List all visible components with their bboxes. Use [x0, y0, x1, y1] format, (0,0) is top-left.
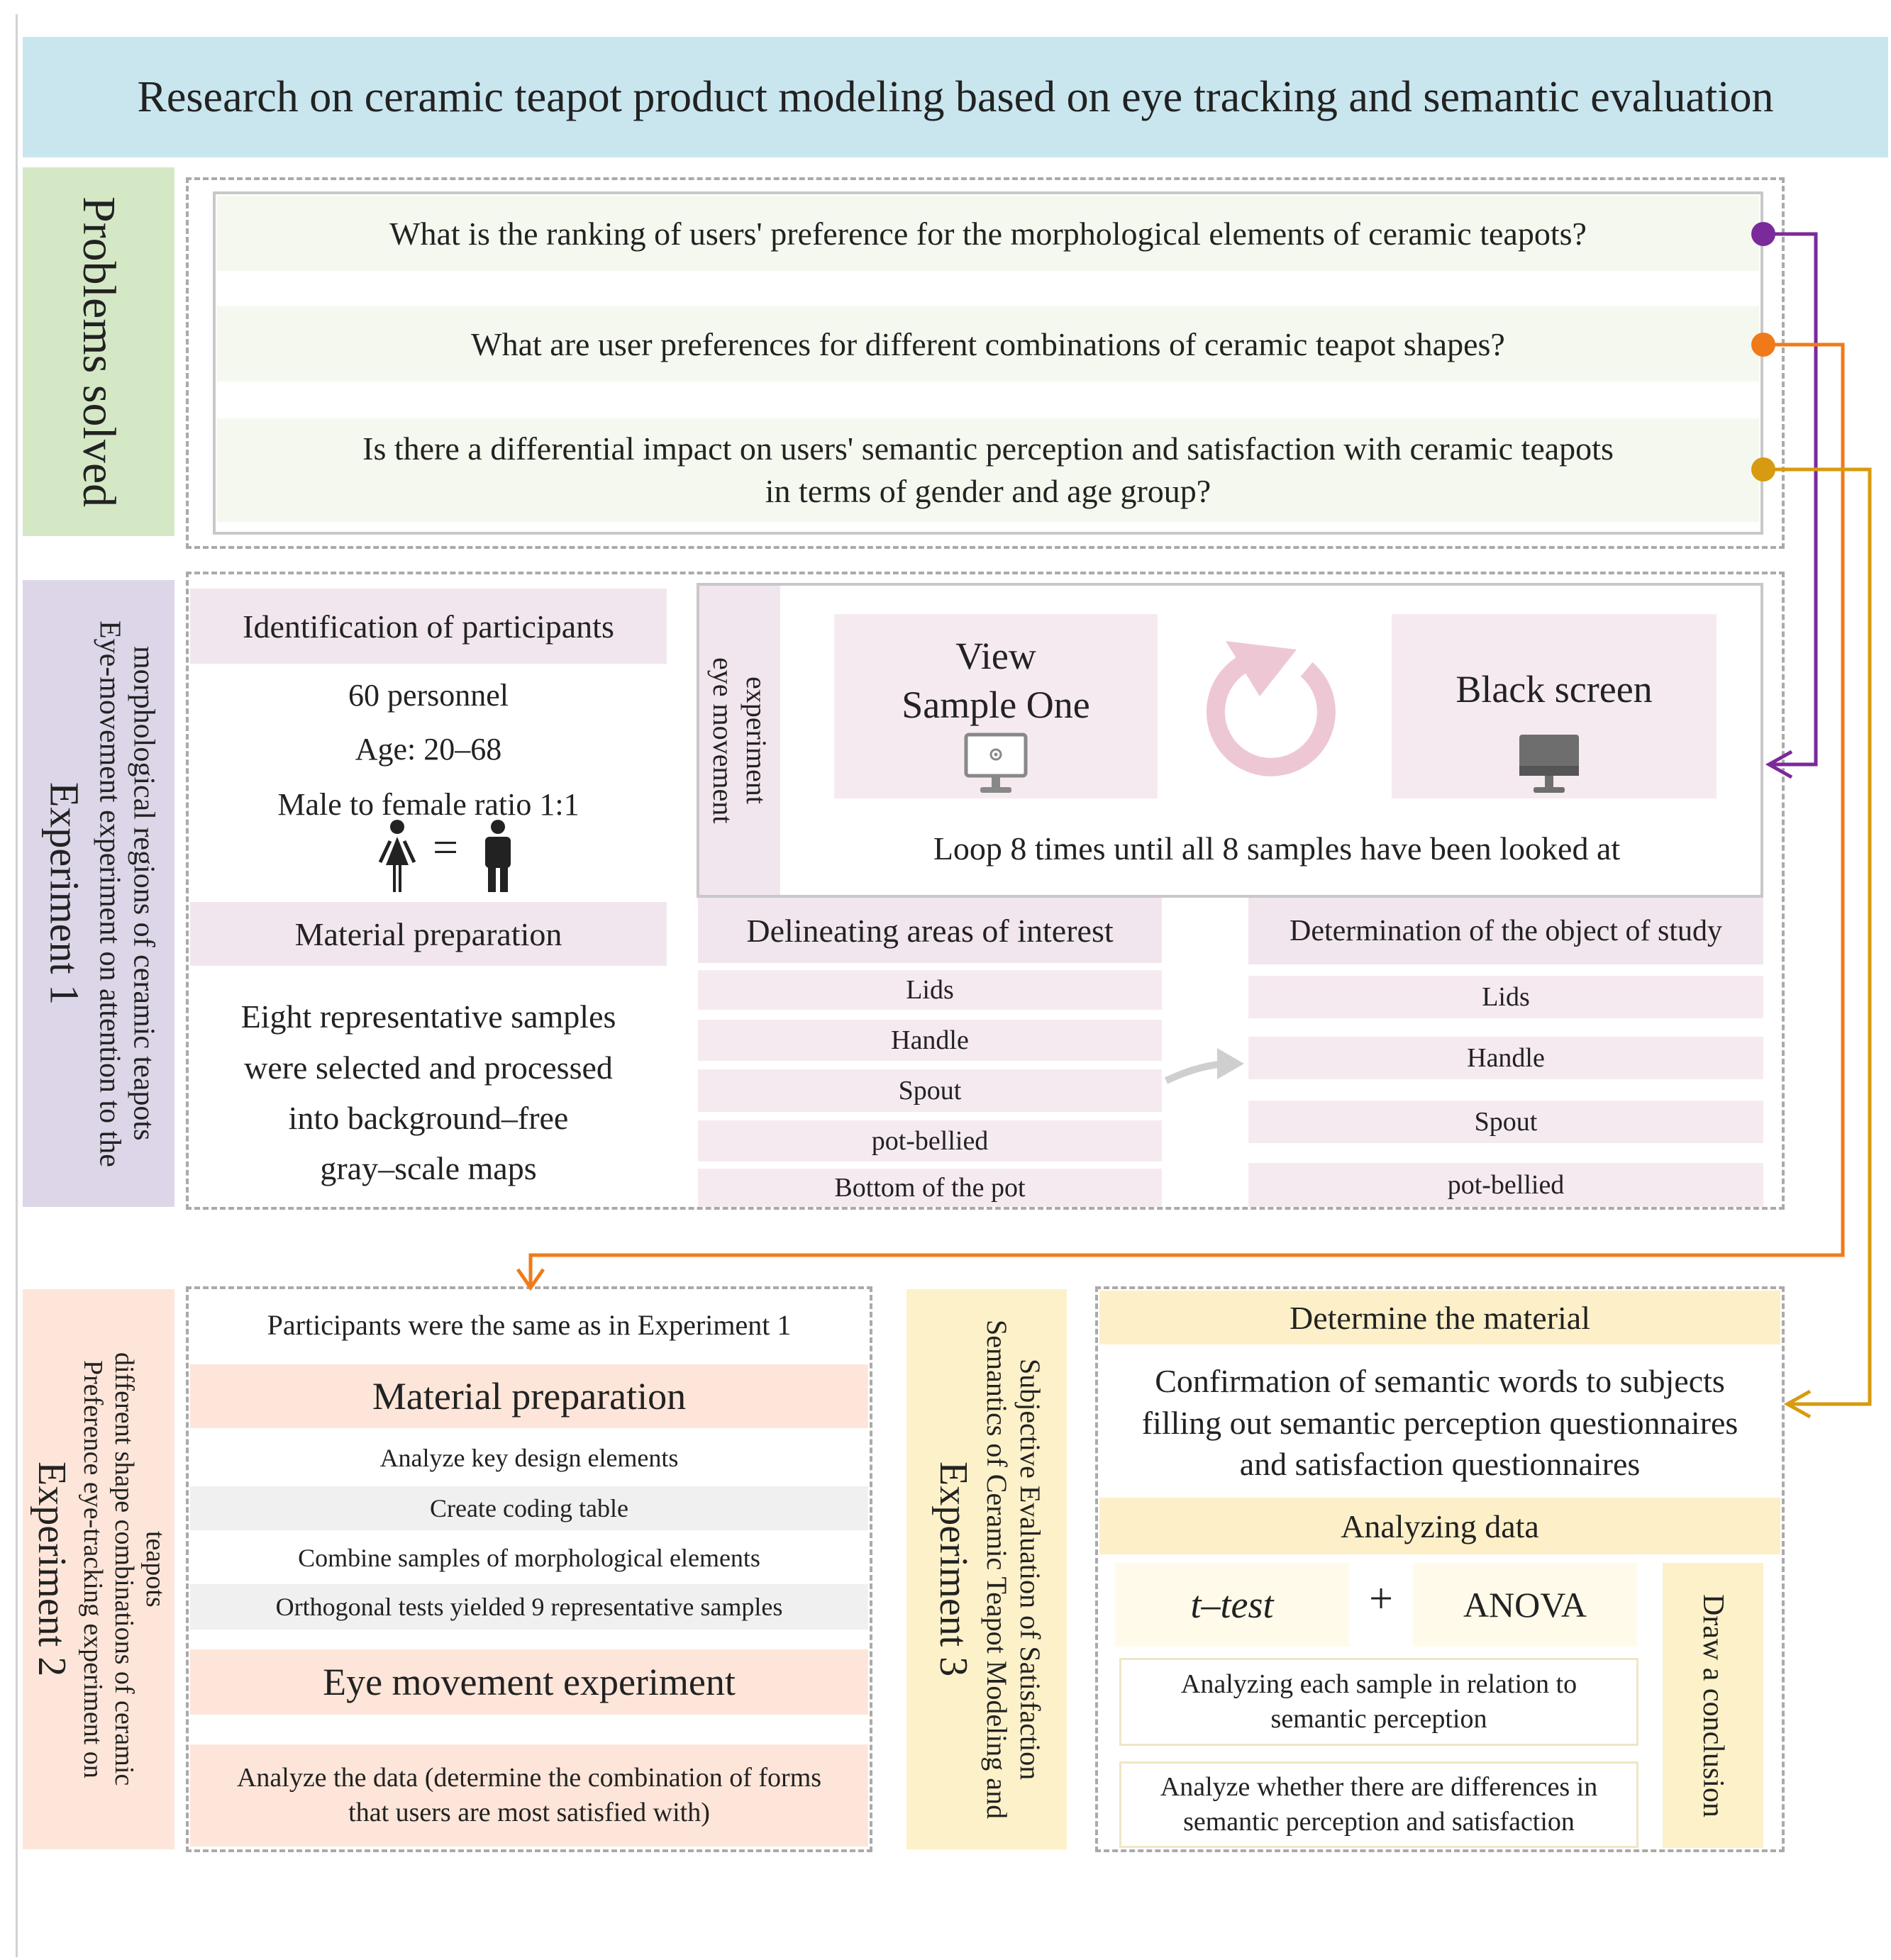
object-item-spout: Spout: [1248, 1101, 1763, 1143]
exp1-sublabel-1: Eye-movement experiment on attention to …: [93, 620, 126, 1167]
connector-q1-to-exp1: [1751, 222, 1818, 779]
eye-movement-label-1: eye movement: [707, 657, 739, 824]
aoi-item-bottom: Bottom of the pot: [698, 1169, 1162, 1207]
exp2-analyze-line-1: Analyze the data (determine the combinat…: [236, 1762, 822, 1793]
exp1-material-header: Material preparation: [190, 902, 667, 966]
eye-movement-box: [697, 583, 1763, 898]
exp1-material-line-1: Eight representative samples: [240, 998, 616, 1035]
exp1-frame: [186, 572, 1785, 1210]
problems-label: Problems solved: [73, 196, 125, 508]
exp3-material-header: Determine the material: [1099, 1291, 1780, 1344]
female-icon: [376, 818, 418, 893]
loop-arrow-icon: [1200, 635, 1351, 787]
exp2-material-header: Material preparation: [190, 1364, 868, 1428]
problems-label-panel: Problems solved: [23, 167, 174, 536]
left-rule: [16, 14, 18, 1957]
object-item-pot-bellied: pot-bellied: [1248, 1163, 1763, 1207]
exp3-sublabel-2: Subjective Evaluation of Satisfaction: [1014, 1358, 1046, 1781]
exp2-step-2: Create coding table: [190, 1486, 868, 1530]
exp2-participants: Participants were the same as in Experim…: [267, 1308, 792, 1341]
exp1-label-panel: Experiment 1 Eye-movement experiment on …: [23, 580, 174, 1207]
exp2-sublabel-3: teapots: [140, 1531, 170, 1608]
conclusion-box: Draw a conclusion: [1663, 1563, 1763, 1848]
view-sample-title-1: View: [955, 635, 1036, 677]
exp2-label: Experiment 2: [30, 1461, 74, 1677]
male-icon: [478, 818, 518, 893]
participants-header: Identification of participants: [190, 589, 667, 664]
exp3-material-line-3: and satisfaction questionnaires: [1239, 1446, 1641, 1483]
exp1-material-text: Eight representative samples were select…: [190, 990, 667, 1196]
aoi-item-lids: Lids: [698, 970, 1162, 1010]
diagram-title: Research on ceramic teapot product model…: [23, 37, 1888, 157]
exp3-label-panel: Experiment 3 Semantics of Ceramic Teapot…: [906, 1289, 1067, 1849]
object-item-handle: Handle: [1248, 1037, 1763, 1079]
exp1-sublabel-2: morphological regions of ceramic teapots: [127, 646, 160, 1141]
aoi-to-object-arrow-icon: [1163, 1042, 1247, 1089]
eye-movement-label-panel: eye movement experiment: [699, 586, 780, 895]
aoi-item-spout: Spout: [698, 1069, 1162, 1112]
black-screen-title: Black screen: [1455, 668, 1653, 711]
eye-movement-label-2: experiment: [741, 676, 772, 804]
exp2-eye-header: Eye movement experiment: [190, 1649, 868, 1715]
exp3-material-line-2: filling out semantic perception question…: [1141, 1404, 1738, 1441]
exp2-sublabel-2: different shape combinations of ceramic: [109, 1352, 139, 1786]
exp3-material-text: Confirmation of semantic words to subjec…: [1099, 1356, 1780, 1491]
exp3-analyzing-header: Analyzing data: [1099, 1498, 1780, 1554]
questions-box: [213, 191, 1763, 535]
exp2-step-3: Combine samples of morphological element…: [298, 1544, 760, 1572]
plus-sign: +: [1369, 1574, 1393, 1622]
exp3-sublabel-1: Semantics of Ceramic Teapot Modeling and: [981, 1319, 1013, 1820]
exp1-material-line-4: gray–scale maps: [320, 1150, 537, 1187]
exp2-analyze-line-2: that users are most satisfied with): [348, 1798, 710, 1827]
participants-count: 60 personnel: [348, 677, 509, 713]
participants-age: Age: 20–68: [355, 731, 502, 767]
participants-ratio: Male to female ratio 1:1: [277, 786, 580, 822]
equals-sign: =: [432, 822, 459, 872]
result-1-line-1: Analyzing each sample in relation to: [1180, 1669, 1577, 1699]
question-2: What are user preferences for different …: [217, 306, 1759, 382]
monitor-off-icon: [1515, 730, 1583, 798]
exp3-material-line-1: Confirmation of semantic words to subjec…: [1155, 1362, 1725, 1399]
exp2-sublabel-1: Preference eye-tracking experiment on: [78, 1360, 108, 1778]
exp1-material-line-3: into background–free: [288, 1100, 569, 1136]
exp2-step-4: Orthogonal tests yielded 9 representativ…: [190, 1584, 868, 1630]
exp1-label: Experiment 1: [41, 781, 88, 1006]
loop-caption: Loop 8 times until all 8 samples have be…: [933, 830, 1621, 867]
problems-frame: [186, 177, 1785, 549]
view-sample-title-2: Sample One: [902, 684, 1090, 726]
result-1: Analyzing each sample in relation to sem…: [1119, 1658, 1638, 1746]
question-3-line-2: in terms of gender and age group?: [765, 473, 1211, 509]
result-1-line-2: semantic perception: [1270, 1704, 1487, 1734]
anova-box: ANOVA: [1413, 1563, 1637, 1647]
question-3: Is there a differential impact on users'…: [217, 418, 1759, 522]
monitor-on-icon: [962, 730, 1030, 798]
result-2: Analyze whether there are differences in…: [1119, 1761, 1638, 1848]
result-2-line-1: Analyze whether there are differences in: [1160, 1771, 1598, 1802]
aoi-item-pot-bellied: pot-bellied: [698, 1120, 1162, 1162]
result-2-line-2: semantic perception and satisfaction: [1183, 1807, 1575, 1837]
exp1-material-line-2: were selected and processed: [244, 1049, 613, 1086]
exp2-step-1: Analyze key design elements: [379, 1444, 679, 1472]
connector-q3-to-exp3: [1751, 457, 1872, 1419]
ttest-box: t–test: [1115, 1563, 1349, 1647]
exp2-analyze: Analyze the data (determine the combinat…: [190, 1744, 868, 1847]
exp2-label-panel: Experiment 2 Preference eye-tracking exp…: [23, 1289, 174, 1849]
question-1: What is the ranking of users' preference…: [217, 196, 1759, 271]
question-3-line-1: Is there a differential impact on users'…: [362, 430, 1614, 467]
conclusion-label: Draw a conclusion: [1697, 1593, 1729, 1817]
object-item-lids: Lids: [1248, 976, 1763, 1018]
aoi-item-handle: Handle: [698, 1020, 1162, 1061]
exp3-label: Experiment 3: [931, 1461, 975, 1677]
exp3-frame: [1095, 1286, 1785, 1852]
connector-q2-to-exp2: [516, 333, 1845, 1291]
aoi-header: Delineating areas of interest: [698, 898, 1162, 963]
object-header: Determination of the object of study: [1248, 898, 1763, 964]
